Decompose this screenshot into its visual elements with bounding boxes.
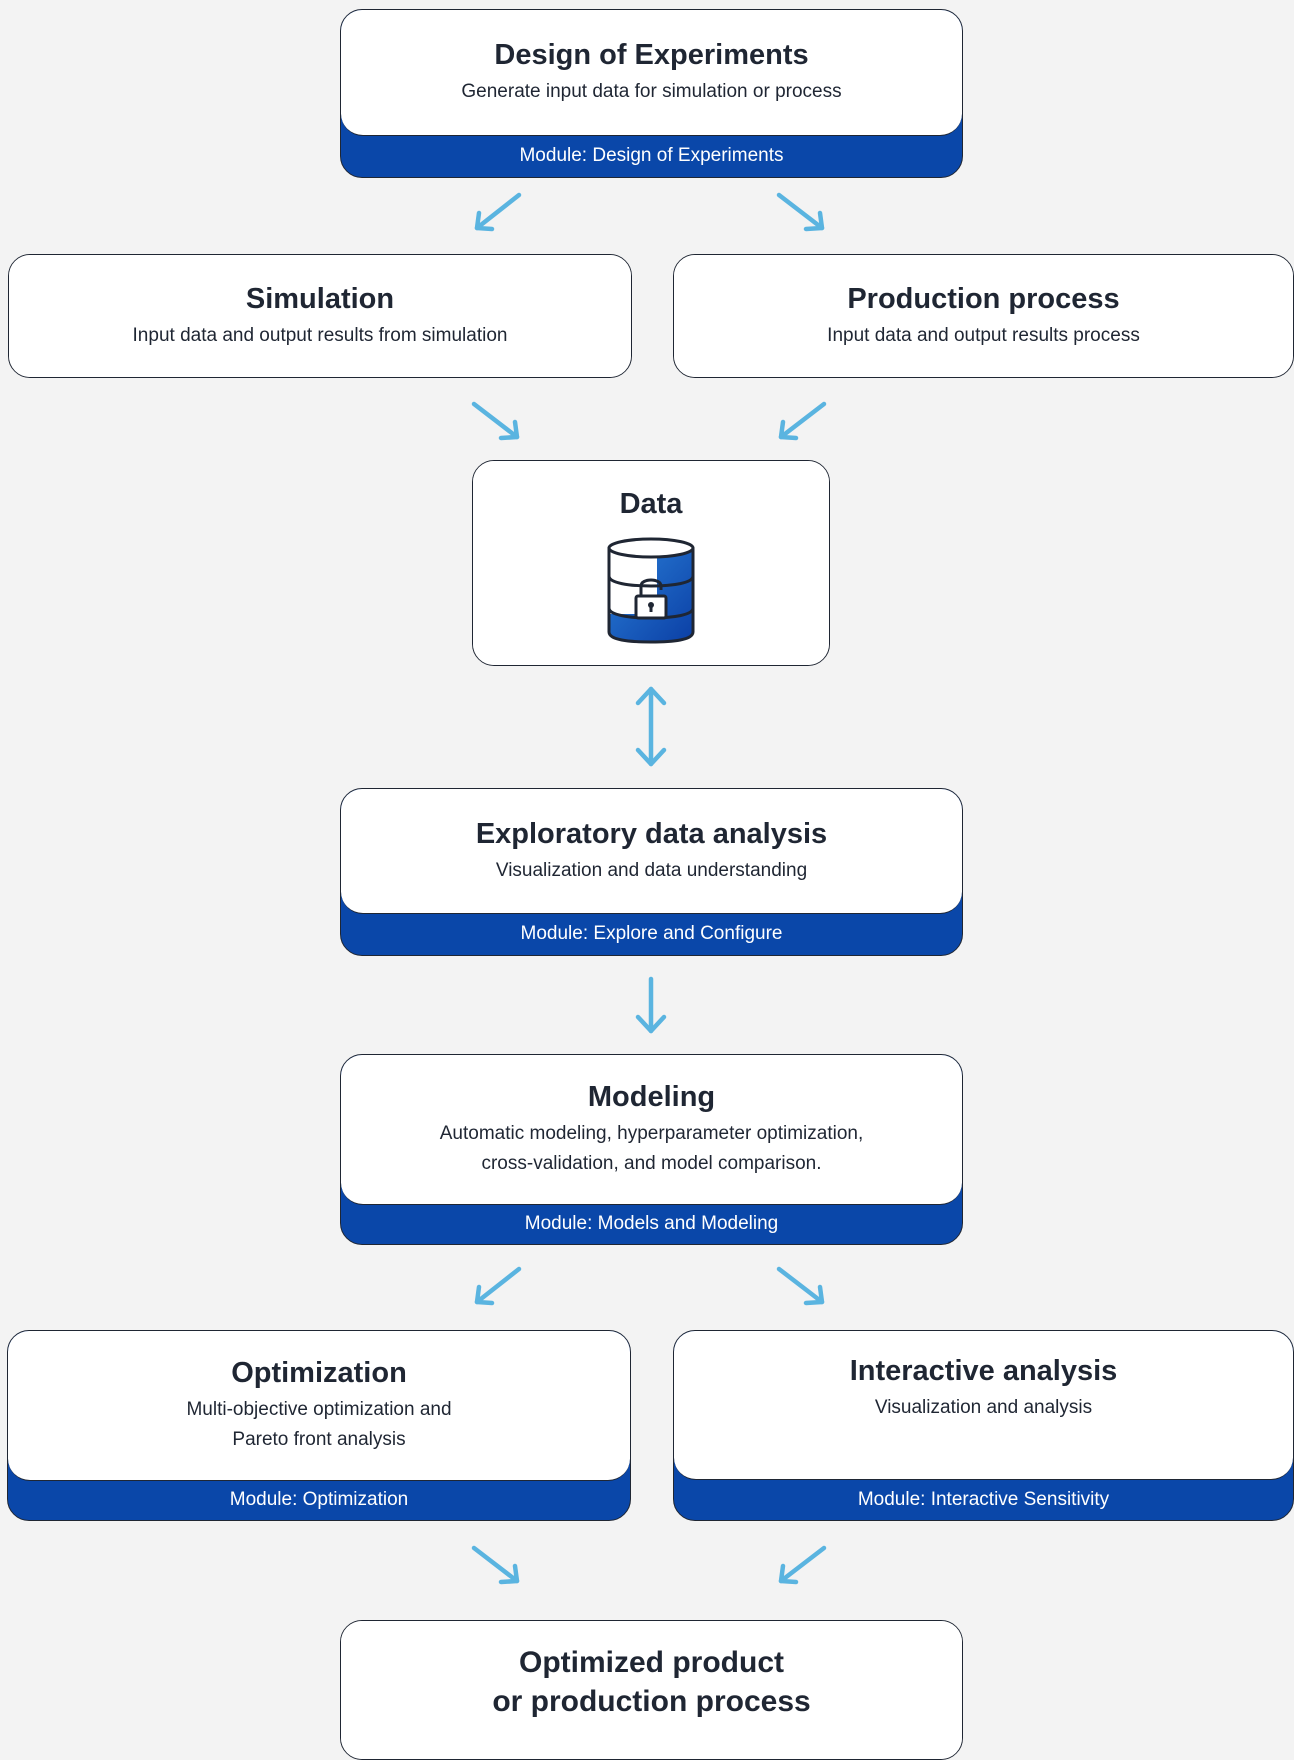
node-description-line-1: Multi-objective optimization and — [186, 1398, 452, 1420]
node-data: Data — [472, 460, 830, 666]
arrow-optimization-to-result — [471, 1545, 520, 1585]
arrow-data-to-eda-bidirectional — [635, 686, 667, 767]
database-lock-icon — [605, 536, 697, 649]
node-title-line-2: or production process — [492, 1685, 811, 1718]
arrow-doe-to-simulation — [474, 192, 522, 232]
node-description: Input data and output results process — [827, 324, 1140, 346]
node-title: Modeling — [587, 1081, 716, 1114]
node-production-process: Production process Input data and output… — [673, 254, 1294, 378]
node-description: Visualization and data understanding — [495, 859, 808, 881]
node-title: Design of Experiments — [494, 39, 809, 72]
node-modeling: Modeling Automatic modeling, hyperparame… — [340, 1054, 963, 1245]
module-label: Module: Design of Experiments — [519, 144, 784, 166]
node-description: Generate input data for simulation or pr… — [461, 81, 842, 103]
module-label: Module: Optimization — [229, 1488, 409, 1510]
node-title: Simulation — [245, 282, 395, 315]
node-description: Input data and output results from simul… — [132, 324, 508, 346]
node-interactive-analysis: Interactive analysis Visualization and a… — [673, 1330, 1294, 1521]
arrow-modeling-to-optimization — [474, 1266, 522, 1306]
module-label: Module: Explore and Configure — [520, 922, 783, 944]
node-simulation: Simulation Input data and output results… — [8, 254, 632, 378]
node-optimization: Optimization Multi-objective optimizatio… — [7, 1330, 631, 1521]
node-title-line-1: Optimized product — [519, 1646, 784, 1679]
node-description-line-2: cross-validation, and model comparison. — [481, 1153, 822, 1175]
arrow-simulation-to-data — [471, 401, 520, 441]
arrow-modeling-to-interactive — [776, 1266, 825, 1306]
node-design-of-experiments: Design of Experiments Generate input dat… — [340, 9, 963, 178]
arrow-production-to-data — [778, 401, 827, 441]
arrow-eda-to-modeling — [635, 976, 667, 1034]
arrow-doe-to-production — [776, 192, 825, 232]
node-title: Production process — [847, 282, 1120, 315]
module-label: Module: Interactive Sensitivity — [857, 1488, 1110, 1510]
node-title: Interactive analysis — [849, 1355, 1118, 1387]
node-description-line-2: Pareto front analysis — [232, 1429, 406, 1451]
module-label: Module: Models and Modeling — [524, 1212, 779, 1234]
node-description-line-1: Automatic modeling, hyperparameter optim… — [439, 1122, 864, 1144]
node-title: Exploratory data analysis — [475, 817, 828, 850]
node-title: Data — [619, 488, 683, 520]
node-exploratory-data-analysis: Exploratory data analysis Visualization … — [340, 788, 963, 956]
arrow-interactive-to-result — [778, 1545, 827, 1585]
node-title: Optimization — [231, 1357, 407, 1390]
node-description: Visualization and analysis — [874, 1396, 1093, 1418]
